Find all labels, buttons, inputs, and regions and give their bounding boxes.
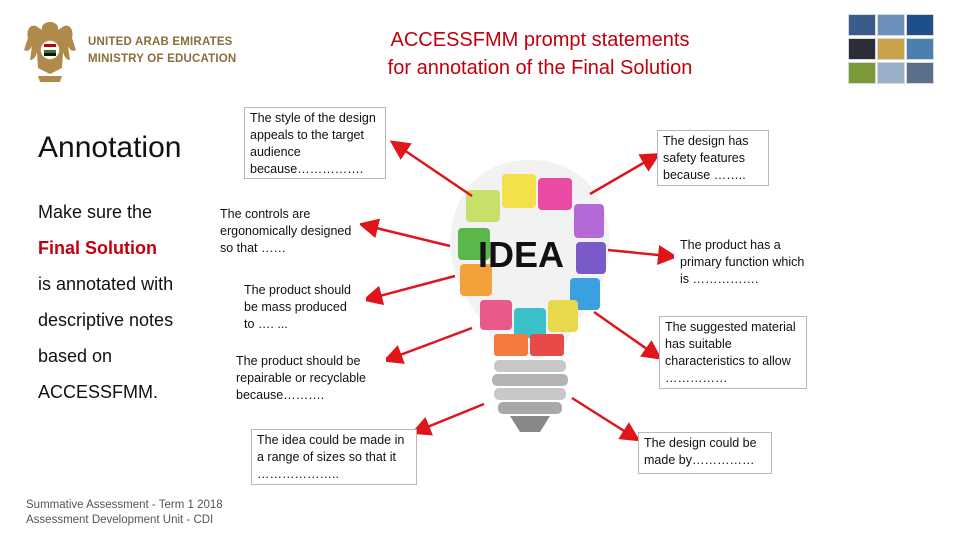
ministry-name: UNITED ARAB EMIRATES MINISTRY OF EDUCATI… — [88, 34, 236, 68]
thumbnail-collage — [848, 14, 934, 84]
arrow-icon — [362, 274, 456, 306]
prompt-primary-function: The product has a primary function which… — [674, 234, 820, 290]
prompt-mass-production: The product should be mass produced to …… — [238, 279, 366, 335]
thumbnail-image — [848, 14, 876, 36]
annotation-heading: Annotation — [38, 131, 182, 164]
prompt-style: The style of the design appeals to the t… — [244, 107, 386, 179]
prompt-safety: The design has safety features because …… — [657, 130, 769, 186]
footer: Summative Assessment - Term 1 2018 Asses… — [26, 498, 223, 528]
thumbnail-image — [848, 62, 876, 84]
thumbnail-image — [848, 38, 876, 60]
prompt-controls: The controls are ergonomically designed … — [214, 203, 360, 261]
ministry-line2: MINISTRY OF EDUCATION — [88, 53, 237, 65]
thumbnail-image — [906, 14, 934, 36]
instruction-line: ACCESSFMM. — [38, 382, 159, 402]
instruction-highlight: Final Solution — [38, 238, 157, 258]
instruction-line: Make sure the — [38, 202, 153, 222]
arrow-icon — [410, 402, 485, 436]
prompt-made-by: The design could be made by…………… — [638, 432, 772, 474]
arrow-icon — [358, 218, 451, 248]
thumbnail-image — [877, 62, 905, 84]
thumbnail-image — [906, 62, 934, 84]
page-title: ACCESSFMM prompt statements for annotati… — [300, 26, 780, 82]
uae-emblem-icon — [24, 22, 76, 82]
idea-label: IDEA — [478, 234, 565, 275]
arrow-icon — [589, 152, 661, 196]
prompt-material: The suggested material has suitable char… — [659, 316, 807, 389]
thumbnail-image — [877, 14, 905, 36]
thumbnail-image — [877, 38, 905, 60]
lightbulb-puzzle-icon — [450, 160, 610, 432]
arrow-icon — [382, 326, 473, 364]
ministry-line1: UNITED ARAB EMIRATES — [88, 36, 233, 48]
prompt-repairable: The product should be repairable or recy… — [230, 350, 386, 406]
thumbnail-image — [906, 38, 934, 60]
instruction-line: based on — [38, 346, 113, 366]
title-line1: ACCESSFMM prompt statements — [390, 29, 690, 51]
instruction-line: descriptive notes — [38, 310, 174, 330]
arrow-icon — [607, 245, 678, 265]
footer-line1: Summative Assessment - Term 1 2018 — [26, 499, 223, 511]
title-line2: for annotation of the Final Solution — [387, 57, 693, 79]
footer-line2: Assessment Development Unit - CDI — [26, 514, 214, 526]
arrow-icon — [389, 140, 473, 198]
arrow-icon — [571, 396, 641, 442]
instruction-line: is annotated with — [38, 274, 174, 294]
prompt-sizes: The idea could be made in a range of siz… — [251, 429, 417, 485]
arrow-icon — [593, 310, 663, 360]
